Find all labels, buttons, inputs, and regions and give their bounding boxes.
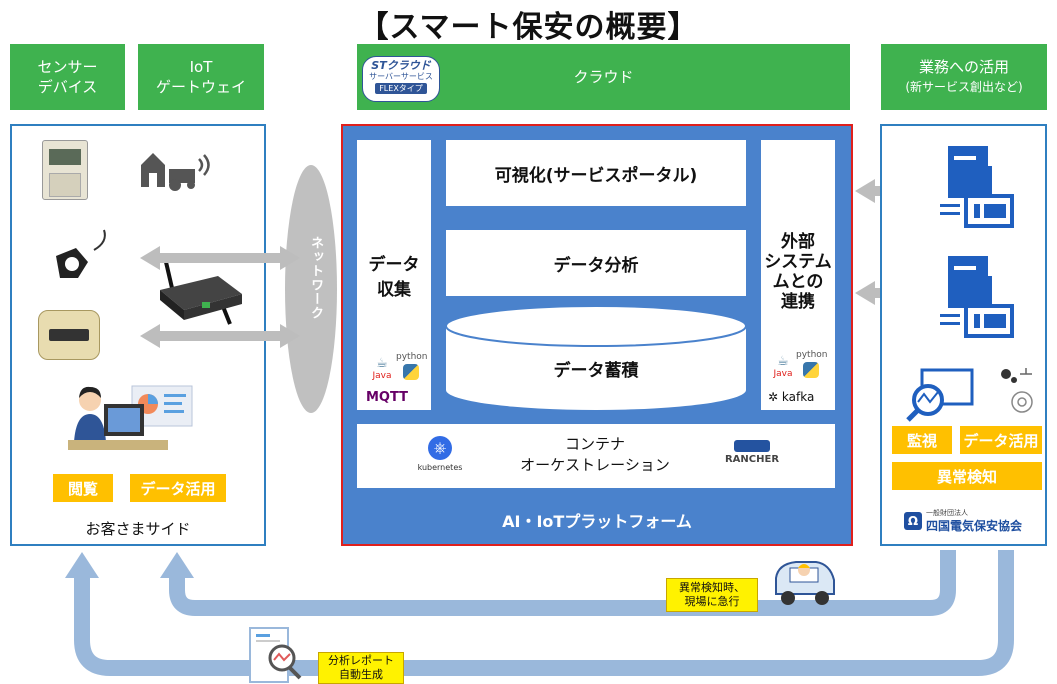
network-ellipse (285, 165, 337, 413)
farm-tractor-icon (141, 153, 210, 191)
cloud-header-label: クラウド (573, 68, 634, 86)
org-logo-icon: Ω (904, 512, 922, 530)
dispatch-line2: 現場に急行 (684, 595, 740, 608)
python-logo-right: python (796, 350, 828, 378)
st-cloud-logo: STクラウド サーバーサービス FLEXタイプ (362, 56, 440, 102)
ai-brain-gear-icon (1001, 368, 1033, 413)
rancher-label: RANCHER (724, 454, 780, 465)
shikoku-electric-logo: Ω 一般財団法人 四国電気保安協会 (904, 506, 1040, 536)
visualization-box: 可視化(サービスポータル) (446, 140, 746, 206)
external-line1: 外部 (781, 232, 815, 252)
python-label-right: python (796, 350, 828, 360)
business-header: 業務への活用 (新サービス創出など) (881, 44, 1047, 110)
java-label: Java (372, 371, 392, 381)
business-data-use-button[interactable]: データ活用 (960, 426, 1042, 454)
java-label-right: Java (773, 369, 793, 379)
view-button[interactable]: 閲覧 (53, 474, 113, 502)
external-line4: 連携 (781, 292, 815, 312)
report-line2: 自動生成 (339, 668, 383, 681)
monitor-button[interactable]: 監視 (892, 426, 952, 454)
customer-data-use-button[interactable]: データ活用 (130, 474, 226, 502)
kafka-label: kafka (781, 390, 815, 404)
user-at-computer-illustration (68, 385, 193, 450)
power-meter-device (42, 140, 88, 200)
kubernetes-icon: ⎈ (428, 436, 452, 460)
java-logo-right: ☕Java (773, 354, 793, 379)
data-collection-box: データ 収集 (357, 140, 431, 410)
iot-gateway-header: IoT ゲートウェイ (138, 44, 264, 110)
org-small-label: 一般財団法人 (926, 509, 968, 517)
temperature-sensor-device (38, 310, 100, 360)
platform-label: AI・IoTプラットフォーム (502, 512, 692, 531)
business-header-line1: 業務への活用 (918, 58, 1009, 76)
external-line3: ムとの (772, 272, 824, 292)
kafka-icon: ✲ (768, 390, 779, 404)
iot-gateway-device (160, 261, 242, 325)
dispatch-note: 異常検知時、 現場に急行 (666, 578, 758, 612)
anomaly-detection-button[interactable]: 異常検知 (892, 462, 1042, 490)
data-storage-cylinder (445, 305, 747, 410)
server-icon-bottom (940, 256, 1014, 338)
sensor-header-line1: センサー (37, 58, 98, 76)
logo-line1: STクラウド (371, 59, 431, 72)
sensor-device-header: センサー デバイス (10, 44, 125, 110)
report-line1: 分析レポート (328, 654, 394, 667)
logo-line2: サーバーサービス (369, 72, 433, 81)
kubernetes-logo: ⎈ kubernetes (412, 436, 468, 472)
network-label: ネットワーク (308, 236, 323, 320)
mqtt-logo: MQTT (366, 390, 409, 405)
analysis-report-icon (249, 627, 302, 683)
data-storage-label: データ蓄積 (553, 361, 639, 381)
customer-side-caption: お客さまサイド (85, 520, 191, 538)
kubernetes-label: kubernetes (417, 463, 463, 472)
report-note: 分析レポート 自動生成 (318, 652, 404, 684)
server-icon-top (940, 146, 1014, 228)
external-line2: システム (764, 252, 832, 272)
container-line1: コンテナ (564, 435, 625, 453)
python-label: python (396, 352, 428, 362)
external-integration-box: 外部 システム ムとの 連携 (761, 140, 835, 410)
business-header-line2: (新サービス創出など) (905, 80, 1023, 94)
java-logo: ☕Java (372, 356, 392, 381)
rancher-logo: RANCHER (720, 440, 784, 465)
python-logo: python (396, 352, 428, 380)
data-analysis-box: データ分析 (446, 230, 746, 296)
collect-line1: データ (368, 255, 420, 275)
container-orchestration-label: コンテナ オーケストレーション (480, 434, 710, 476)
kafka-logo: ✲ kafka (768, 390, 832, 404)
container-line2: オーケストレーション (520, 456, 670, 474)
monitoring-magnifier-icon (906, 368, 974, 422)
iot-header-line1: IoT (189, 58, 213, 76)
current-clamp-sensor (56, 229, 106, 278)
org-name-label: 四国電気保安協会 (926, 519, 1023, 533)
service-car-illustration (775, 561, 835, 605)
logo-line3: FLEXタイプ (375, 83, 427, 94)
iot-header-line2: ゲートウェイ (155, 78, 246, 96)
sensor-header-line2: デバイス (37, 78, 98, 96)
page-title: 【スマート保安の概要】 (358, 10, 699, 45)
collect-line2: 収集 (377, 280, 411, 300)
dispatch-line1: 異常検知時、 (679, 581, 745, 594)
rancher-icon (734, 440, 770, 452)
